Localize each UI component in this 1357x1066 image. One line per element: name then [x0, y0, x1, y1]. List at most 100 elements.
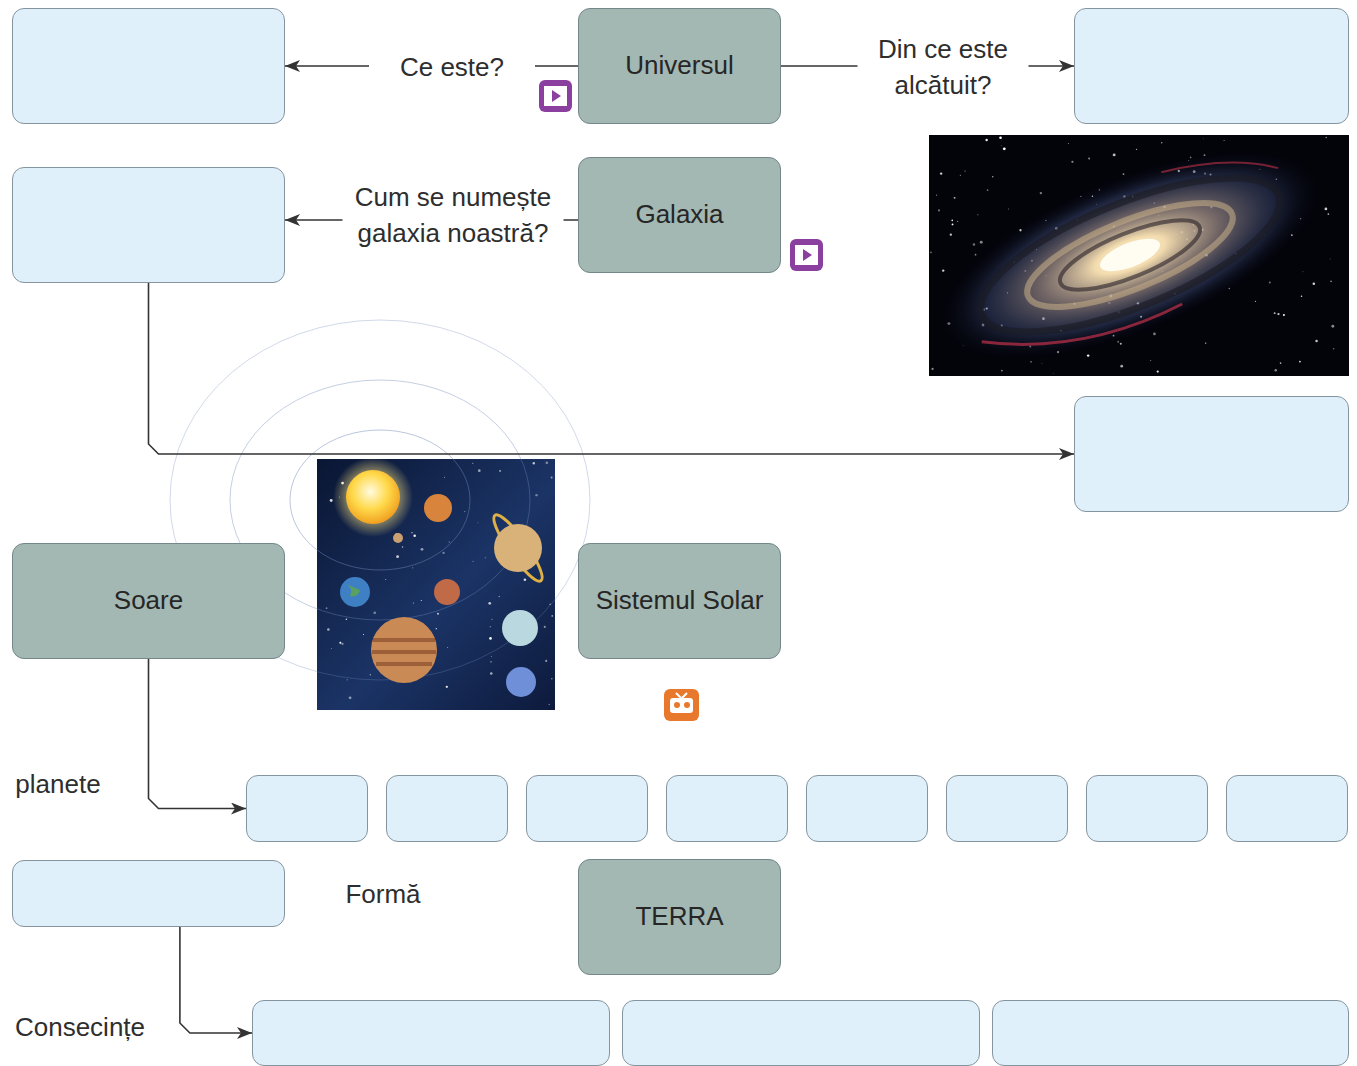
- star-dot: [545, 660, 547, 662]
- star-dot: [544, 626, 546, 628]
- star-dot: [1277, 313, 1279, 315]
- box-text: TERRA: [635, 899, 723, 934]
- star-dot: [472, 463, 473, 464]
- star-dot: [950, 234, 952, 236]
- box-text: Soare: [114, 583, 183, 618]
- star-dot: [960, 175, 961, 176]
- star-dot: [478, 469, 481, 472]
- star-dot: [1205, 342, 1206, 343]
- star-dot: [1280, 362, 1282, 364]
- topic-box: Universul: [578, 8, 781, 124]
- star-dot: [535, 494, 537, 496]
- star-dot: [524, 578, 527, 581]
- star-dot: [1331, 325, 1334, 328]
- box-text: Galaxia: [635, 197, 723, 232]
- star-dot: [341, 643, 343, 645]
- star-dot: [396, 555, 399, 558]
- star-dot: [1161, 142, 1163, 144]
- star-dot: [975, 254, 977, 256]
- star-dot: [331, 648, 332, 649]
- star-dot: [499, 596, 500, 597]
- star-dot: [499, 470, 501, 472]
- answer-box: [1074, 8, 1349, 124]
- star-dot: [446, 686, 448, 688]
- star-dot: [326, 607, 328, 609]
- star-dot: [330, 499, 333, 502]
- star-dot: [999, 136, 1002, 139]
- star-dot: [1283, 314, 1285, 316]
- star-dot: [1329, 258, 1331, 260]
- star-dot: [957, 221, 958, 222]
- answer-box: [666, 775, 788, 842]
- star-dot: [1030, 361, 1031, 362]
- star-dot: [1136, 149, 1137, 150]
- star-dot: [489, 637, 492, 640]
- star-dot: [339, 642, 341, 644]
- star-dot: [1313, 282, 1316, 285]
- edge-label: Consecințe: [12, 1010, 148, 1046]
- star-dot: [551, 615, 553, 617]
- star-dot: [1003, 147, 1006, 150]
- star-dot: [442, 552, 444, 554]
- answer-box: [386, 775, 508, 842]
- star-dot: [1327, 213, 1329, 215]
- star-dot: [1325, 137, 1326, 138]
- answer-box: [806, 775, 928, 842]
- star-dot: [1255, 301, 1256, 302]
- star-dot: [1330, 281, 1332, 283]
- star-dot: [491, 656, 493, 658]
- star-dot: [1269, 282, 1271, 284]
- star-dot: [1153, 333, 1156, 336]
- edge-label: planete: [12, 767, 103, 803]
- star-dot: [347, 679, 348, 680]
- star-dot: [1000, 145, 1002, 147]
- star-dot: [412, 567, 413, 568]
- star-dot: [363, 634, 364, 635]
- star-dot: [421, 548, 424, 551]
- answer-box: [992, 1000, 1349, 1066]
- star-dot: [1113, 153, 1116, 156]
- star-dot: [1224, 140, 1225, 141]
- star-dot: [1120, 343, 1122, 345]
- box-text: Universul: [625, 48, 733, 83]
- star-dot: [1302, 271, 1304, 273]
- topic-box: Sistemul Solar: [578, 543, 781, 659]
- star-dot: [954, 197, 956, 199]
- star-dot: [464, 511, 465, 512]
- star-dot: [411, 532, 412, 533]
- topic-box: TERRA: [578, 859, 781, 975]
- star-dot: [1071, 161, 1073, 163]
- star-dot: [385, 578, 387, 580]
- star-dot: [327, 628, 330, 631]
- star-dot: [1040, 192, 1042, 194]
- star-dot: [346, 618, 347, 619]
- star-dot: [938, 209, 940, 211]
- star-dot: [985, 139, 987, 141]
- star-dot: [490, 672, 493, 675]
- star-dot: [1301, 295, 1303, 297]
- star-dot: [551, 477, 553, 479]
- connector-arrow: [149, 283, 1075, 454]
- star-dot: [1333, 348, 1334, 349]
- star-dot: [1274, 312, 1276, 314]
- star-dot: [980, 241, 983, 244]
- star-dot: [473, 561, 474, 562]
- star-dot: [1315, 340, 1317, 342]
- star-dot: [447, 646, 449, 648]
- star-dot: [1157, 371, 1159, 373]
- answer-box: [1074, 396, 1349, 512]
- star-dot: [444, 477, 445, 478]
- edge-label: Cum se numește galaxia noastră?: [343, 180, 564, 252]
- star-dot: [545, 461, 548, 464]
- answer-box: [252, 1000, 610, 1066]
- answer-box: [946, 775, 1068, 842]
- star-dot: [1008, 208, 1010, 210]
- connector-arrow: [149, 659, 247, 809]
- star-dot: [1202, 138, 1204, 140]
- star-dot: [942, 269, 944, 271]
- topic-box: Soare: [12, 543, 285, 659]
- star-dot: [490, 626, 491, 627]
- star-dot: [973, 243, 975, 245]
- star-dot: [370, 674, 371, 675]
- answer-box: [12, 860, 285, 927]
